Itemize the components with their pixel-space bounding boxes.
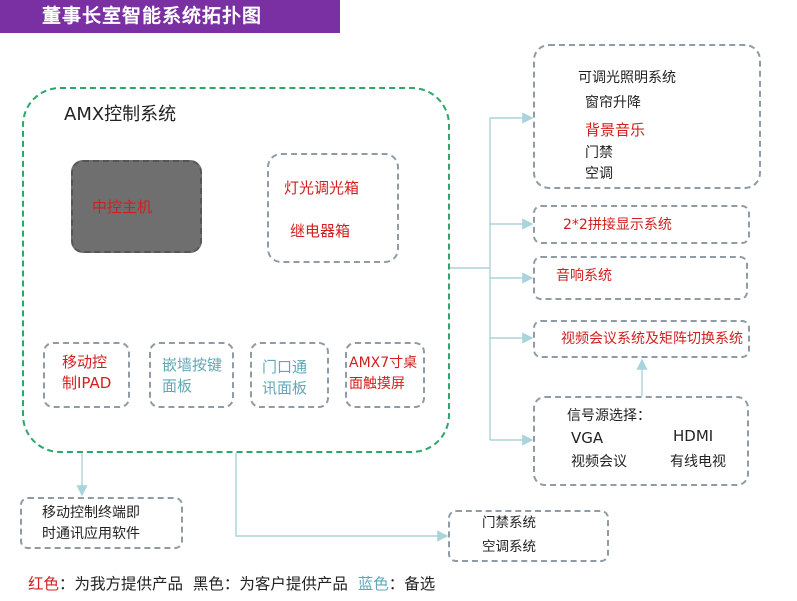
display-system-box xyxy=(533,205,750,244)
signal-source-item: 视频会议 xyxy=(571,454,627,470)
signal-source-label: 信号源选择： xyxy=(567,408,651,424)
legend-red-label: 红色 xyxy=(28,575,60,593)
amx-label: AMX控制系统 xyxy=(64,104,177,125)
device-touch-panel-line2: 面触摸屏 xyxy=(349,376,405,392)
mobile-software-line2: 时通讯应用软件 xyxy=(42,526,140,542)
device-ipad-box xyxy=(43,342,130,408)
line-to-door-air xyxy=(235,453,449,542)
lighting-relay-box xyxy=(267,153,399,263)
control-host-box xyxy=(71,160,202,253)
legend-red-text: ：为我方提供产品 xyxy=(59,575,184,593)
device-touch-panel-box xyxy=(345,342,425,408)
mobile-software-box xyxy=(20,497,183,549)
system-group1-item: 空调 xyxy=(585,166,613,182)
mobile-software-line1: 移动控制终端即 xyxy=(42,505,140,521)
control-host-label: 中控主机 xyxy=(92,198,153,216)
audio-system-box xyxy=(533,256,748,300)
signal-source-item: VGA xyxy=(571,429,604,447)
legend-black-label: 黑色：为客户提供产品 xyxy=(192,575,348,593)
signal-source-box xyxy=(533,396,749,486)
system-group1-item: 背景音乐 xyxy=(585,121,646,139)
signal-source-item: 有线电视 xyxy=(670,454,726,470)
video-conf-system-label: 视频会议系统及矩阵切换系统 xyxy=(561,331,743,347)
legend: 红色：为我方提供产品 黑色：为客户提供产品 蓝色：备选 xyxy=(28,573,435,595)
system-group1-item: 可调光照明系统 xyxy=(578,70,676,86)
door-system-label: 门禁系统 xyxy=(482,515,536,531)
device-wall-panel-line2: 面板 xyxy=(162,377,193,395)
relay-box-label: 继电器箱 xyxy=(290,222,351,240)
legend-blue-text: ：备选 xyxy=(388,575,436,593)
device-wall-panel-line1: 嵌墙按键 xyxy=(162,356,223,374)
device-door-panel-box xyxy=(250,342,329,408)
display-system-label: 2*2拼接显示系统 xyxy=(563,217,672,233)
page-title: 董事长室智能系统拓扑图 xyxy=(0,0,340,33)
device-wall-panel-box xyxy=(149,342,234,408)
door-air-box xyxy=(448,510,609,562)
device-touch-panel-line1: AMX7寸桌 xyxy=(349,355,418,371)
device-ipad-line1: 移动控 xyxy=(62,353,108,371)
video-conf-system-box xyxy=(533,320,750,358)
device-ipad-line2: 制IPAD xyxy=(62,374,112,392)
signal-source-item: HDMI xyxy=(673,427,714,445)
system-group1-item: 窗帘升降 xyxy=(585,95,641,111)
air-system-label: 空调系统 xyxy=(482,539,536,555)
system-group1-item: 门禁 xyxy=(585,145,613,161)
audio-system-label: 音响系统 xyxy=(556,268,612,284)
legend-blue-label: 蓝色 xyxy=(357,575,389,593)
system-group1-box xyxy=(533,44,761,189)
device-door-panel-line2: 讯面板 xyxy=(262,379,308,397)
device-door-panel-line1: 门口通 xyxy=(262,358,308,376)
lighting-box-label: 灯光调光箱 xyxy=(284,179,360,197)
